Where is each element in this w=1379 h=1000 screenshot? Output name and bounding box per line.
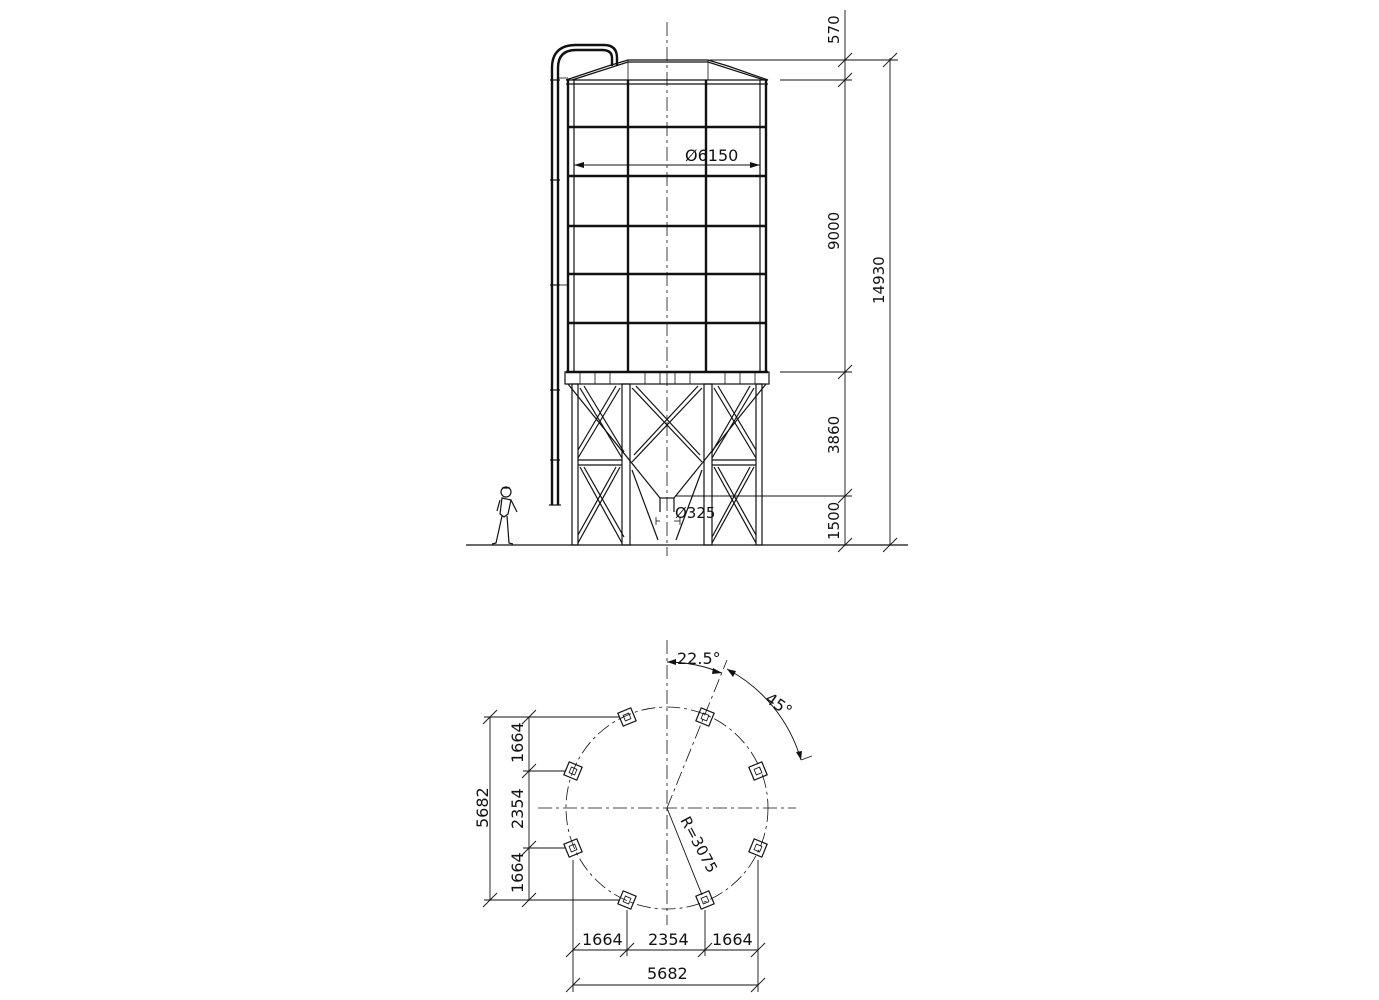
bottom-right-label: 1664 bbox=[712, 930, 753, 949]
elevation-view: Ø325 Ø61 bbox=[466, 10, 908, 556]
human-scale-figure bbox=[491, 486, 518, 545]
height-dimensions bbox=[676, 10, 898, 553]
support-legs bbox=[571, 383, 763, 546]
cross-bracing bbox=[577, 385, 757, 544]
diameter-label: Ø6150 bbox=[685, 146, 738, 165]
side-top-label: 1664 bbox=[508, 722, 527, 763]
bottom-dimensions bbox=[565, 860, 766, 993]
plan-view: 22.5° 45° R=3075 5682 1664 2354 1664 bbox=[473, 640, 813, 993]
bottom-mid-label: 2354 bbox=[648, 930, 689, 949]
bottom-total-label: 5682 bbox=[647, 964, 688, 983]
total-height-label: 14930 bbox=[870, 256, 888, 304]
angle-small-label: 22.5° bbox=[677, 649, 721, 668]
plan-radial-line bbox=[666, 659, 728, 809]
outlet-spout bbox=[655, 517, 681, 525]
diameter-dimension bbox=[574, 162, 760, 168]
side-total-label: 5682 bbox=[473, 787, 492, 828]
body-height-label: 9000 bbox=[825, 212, 843, 250]
silo-roof bbox=[565, 59, 769, 85]
leg-footprints bbox=[563, 707, 768, 910]
ring-beam bbox=[564, 371, 770, 385]
cone-height-label: 3860 bbox=[825, 416, 843, 454]
silo-body bbox=[566, 80, 768, 374]
radius-label: R=3075 bbox=[676, 813, 721, 875]
side-bottom-label: 1664 bbox=[508, 852, 527, 893]
side-mid-label: 2354 bbox=[508, 788, 527, 829]
angle-dimensions bbox=[666, 659, 813, 761]
access-ladder bbox=[549, 43, 619, 506]
bottom-left-label: 1664 bbox=[582, 930, 623, 949]
roof-height-label: 570 bbox=[825, 15, 843, 44]
radius-line bbox=[666, 807, 703, 896]
side-dimensions bbox=[482, 709, 620, 908]
silo-hopper bbox=[567, 383, 767, 512]
clearance-height-label: 1500 bbox=[825, 502, 843, 540]
outlet-diameter-label: Ø325 bbox=[675, 504, 715, 522]
angle-large-label: 45° bbox=[762, 689, 796, 721]
